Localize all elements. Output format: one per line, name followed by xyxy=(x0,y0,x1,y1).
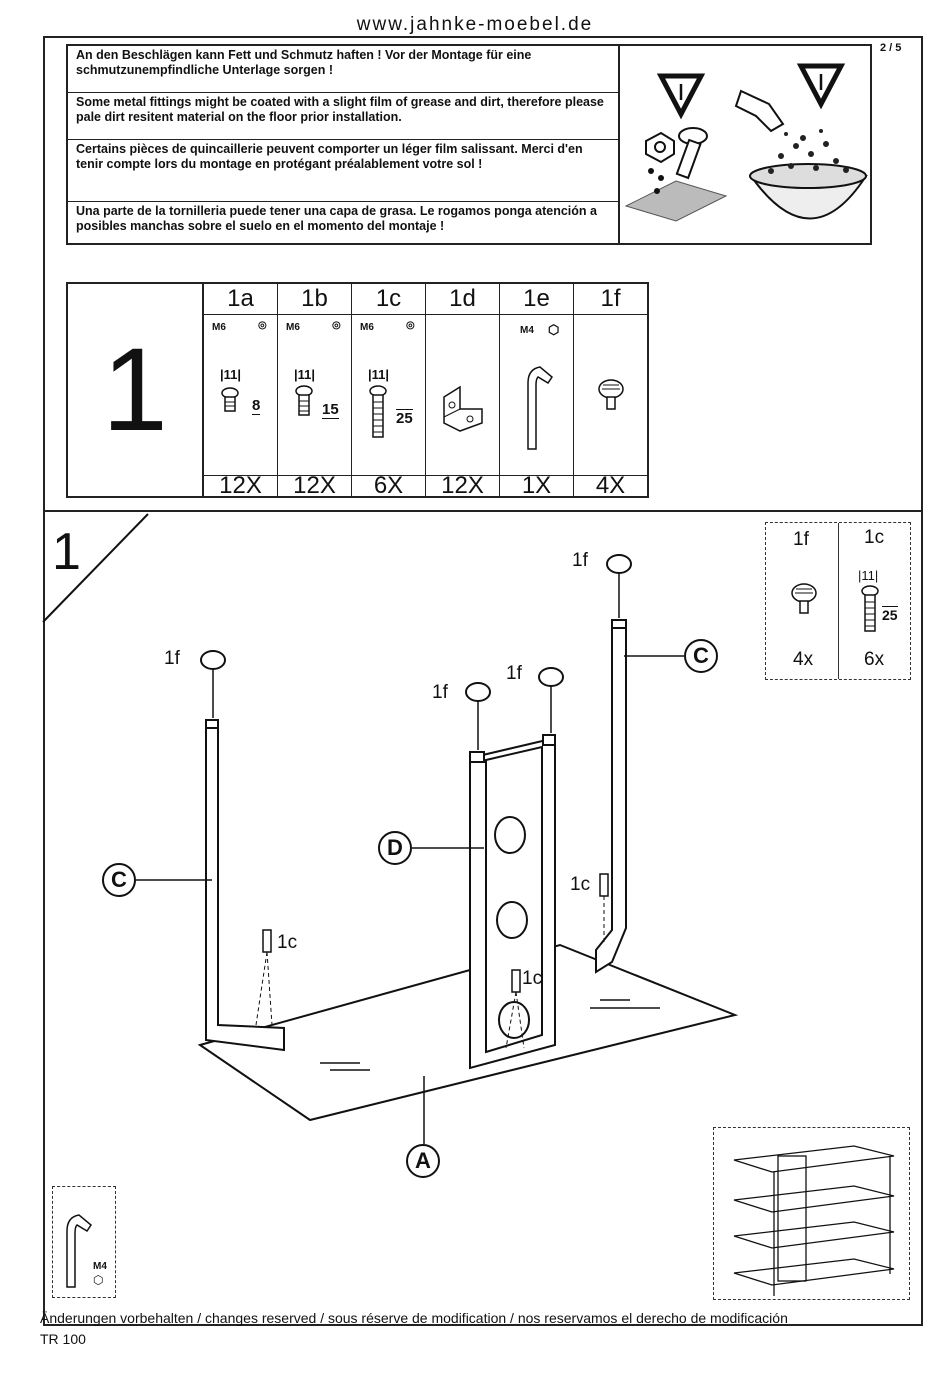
callout-d: D xyxy=(378,831,412,865)
greasy-screw-icon xyxy=(624,127,728,222)
legend-foot-qty: 4x xyxy=(793,649,814,670)
part-quantity: 6X xyxy=(373,472,404,499)
legend-divider xyxy=(838,523,839,679)
warning-illustration xyxy=(621,46,871,243)
label-1f-left: 1f xyxy=(164,648,180,669)
angle-bracket-icon xyxy=(443,385,483,432)
step-corner-line xyxy=(42,513,149,623)
label-1c-right: 1c xyxy=(570,874,591,895)
part-quantity: 4X xyxy=(595,472,626,499)
round-head-icon: ◎ xyxy=(258,320,267,331)
part-quantity: 1X xyxy=(521,472,552,499)
tool-inset: M4 ⬡ xyxy=(52,1186,116,1298)
hex-icon: ⬡ xyxy=(548,322,560,337)
allen-key-icon xyxy=(66,1214,92,1288)
part-id: 1c xyxy=(352,284,425,315)
warning-en: Some metal fittings might be coated with… xyxy=(68,93,618,140)
label-1f-d-left: 1f xyxy=(432,682,448,703)
page-number: 2 / 5 xyxy=(880,42,902,54)
head-size: |11| xyxy=(220,367,242,382)
page-frame xyxy=(43,36,923,1326)
finished-product-inset xyxy=(713,1127,910,1300)
legend-screw-length: 25 xyxy=(882,606,898,623)
warning-es: Una parte de la tornilleria puede tener … xyxy=(76,204,597,233)
part-column-1e: 1e M4 ⬡ 1X xyxy=(500,284,574,499)
parts-legend: 1f 4x 1c |11| 25 6x xyxy=(765,522,911,680)
part-id: 1b xyxy=(278,284,351,315)
part-quantity: 12X xyxy=(219,472,262,499)
part-id: 1f xyxy=(574,284,647,315)
foot-1f-right xyxy=(606,554,632,618)
screw-1c-middle xyxy=(505,969,525,1049)
tool-size: M4 xyxy=(93,1261,107,1272)
warning-triangle-icon xyxy=(656,63,846,120)
screw-1c-right xyxy=(599,873,609,945)
label-1f-d-right: 1f xyxy=(506,663,522,684)
round-head-icon: ◎ xyxy=(406,320,415,331)
legend-screw-qty: 6x xyxy=(864,649,885,670)
allen-key-icon xyxy=(527,366,553,450)
legend-foot-id: 1f xyxy=(793,529,809,550)
legend-screw-head: |11| xyxy=(858,568,879,583)
thread-size: M6 xyxy=(212,322,226,333)
head-size: |11| xyxy=(368,367,390,382)
long-screw-icon xyxy=(861,585,879,632)
glass-shelf-a xyxy=(197,943,739,1122)
hardware-bowl-icon xyxy=(734,89,868,220)
screw-length: 8 xyxy=(252,397,261,415)
part-column-1f: 1f 4X xyxy=(574,284,647,499)
step-number: 1 xyxy=(52,523,81,581)
part-column-1d: 1d 12X xyxy=(426,284,500,499)
warning-fr: Certains pièces de quincaillerie peuvent… xyxy=(68,140,618,202)
medium-screw-icon xyxy=(295,385,313,416)
warning-box: An den Beschlägen kann Fett und Schmutz … xyxy=(66,44,872,245)
leader-lines xyxy=(136,655,684,1144)
label-1f-right: 1f xyxy=(572,550,588,571)
website-url: www.jahnke-moebel.de xyxy=(356,14,594,35)
screw-1c-left xyxy=(255,929,273,1026)
long-screw-icon xyxy=(369,385,387,438)
screw-length: 25 xyxy=(396,409,413,427)
part-id: 1a xyxy=(204,284,277,315)
short-screw-icon xyxy=(221,387,239,412)
leveling-foot-icon xyxy=(598,379,624,410)
screw-length: 15 xyxy=(322,401,339,419)
thread-size: M4 xyxy=(520,325,534,336)
foot-1f-left xyxy=(200,650,226,718)
right-leg-c xyxy=(595,619,627,974)
part-id: 1d xyxy=(426,284,499,315)
footer-notice: Änderungen vorbehalten / changes reserve… xyxy=(40,1310,788,1326)
warning-text: An den Beschlägen kann Fett und Schmutz … xyxy=(68,46,620,243)
leveling-foot-icon xyxy=(791,583,817,614)
part-quantity: 12X xyxy=(293,472,336,499)
part-id: 1e xyxy=(500,284,573,315)
left-leg-c xyxy=(205,719,285,1052)
callout-c-right: C xyxy=(684,639,718,673)
thread-size: M6 xyxy=(360,322,374,333)
round-head-icon: ◎ xyxy=(332,320,341,331)
foot-1f-d-right xyxy=(538,667,564,733)
thread-size: M6 xyxy=(286,322,300,333)
parts-step-number: 1 xyxy=(68,284,204,496)
part-column-1b: 1b M6 ◎ |11| 15 12X xyxy=(278,284,352,499)
part-column-1c: 1c M6 ◎ |11| 25 6X xyxy=(352,284,426,499)
foot-1f-d-left xyxy=(465,682,491,750)
callout-a: A xyxy=(406,1144,440,1178)
label-1c-middle: 1c xyxy=(522,968,543,989)
tv-stand-icon xyxy=(733,1145,895,1296)
label-1c-left: 1c xyxy=(277,932,298,953)
parts-table: 1 1a M6 ◎ |11| 8 12X 1b M6 ◎ |11| 15 12X… xyxy=(66,282,649,498)
warning-de: An den Beschlägen kann Fett und Schmutz … xyxy=(68,46,618,93)
section-divider xyxy=(43,510,923,512)
head-size: |11| xyxy=(294,367,316,382)
panel-d xyxy=(469,734,556,1070)
legend-screw-id: 1c xyxy=(864,527,885,548)
callout-c-left: C xyxy=(102,863,136,897)
product-code: TR 100 xyxy=(40,1331,86,1347)
part-column-1a: 1a M6 ◎ |11| 8 12X xyxy=(204,284,278,499)
hex-icon: ⬡ xyxy=(93,1273,104,1287)
part-quantity: 12X xyxy=(441,472,484,499)
